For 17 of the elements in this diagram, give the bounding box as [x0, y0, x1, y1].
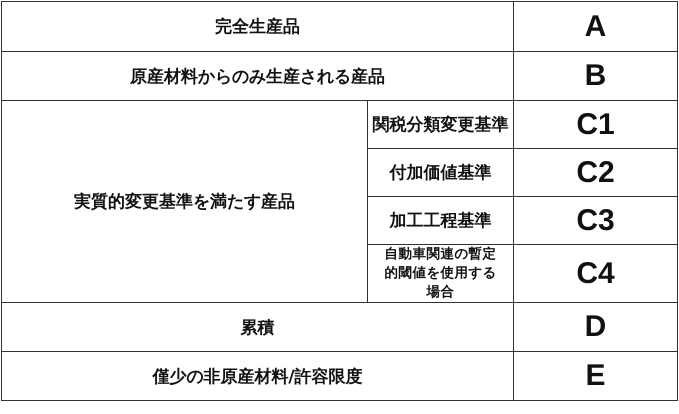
code-cell: C3 — [514, 196, 678, 244]
category-cell: 僅少の非原産材料/許容限度 — [2, 352, 514, 400]
category-cell: 原産材料からのみ生産される産品 — [2, 52, 514, 100]
code-cell: D — [514, 302, 678, 352]
category-cell: 累積 — [2, 302, 514, 352]
category-cell: 加工工程基準 — [368, 196, 514, 244]
category-cell: 自動車関連の暫定的閾値を使用する場合 — [368, 244, 514, 302]
category-cell: 実質的変更基準を満たす産品 — [2, 100, 368, 302]
code-cell: E — [514, 352, 678, 400]
code-cell: C4 — [514, 244, 678, 302]
category-cell: 完全生産品 — [2, 2, 514, 52]
code-cell: C1 — [514, 100, 678, 148]
code-cell: A — [514, 2, 678, 52]
code-cell: B — [514, 52, 678, 100]
code-cell: C2 — [514, 148, 678, 196]
category-cell: 付加価値基準 — [368, 148, 514, 196]
category-cell: 関税分類変更基準 — [368, 100, 514, 148]
